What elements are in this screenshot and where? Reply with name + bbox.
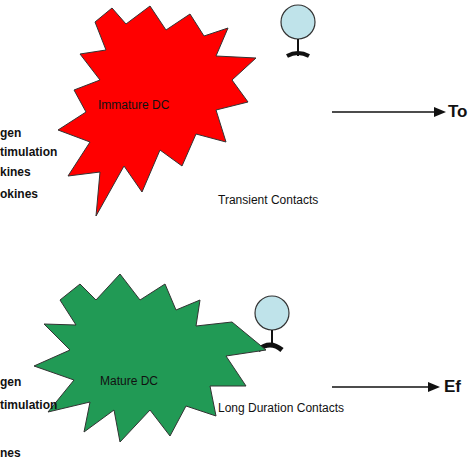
- outcome-arrow: [332, 382, 440, 392]
- outcome-arrow: [332, 107, 446, 117]
- annotation-text: gen: [0, 375, 21, 389]
- annotation-text: okines: [0, 187, 38, 201]
- cell-outline: [30, 262, 270, 448]
- cell-name: Mature DC: [100, 374, 158, 388]
- annotation-text: To: [448, 102, 468, 122]
- annotation-text: nes: [0, 446, 21, 460]
- dendritic-cell: Immature DC: [55, 0, 270, 222]
- annotation-text: gen: [0, 126, 21, 140]
- annotation-text: Long Duration Contacts: [218, 401, 344, 415]
- annotation-text: timulation: [0, 145, 57, 159]
- annotation-text: kines: [0, 165, 31, 179]
- cell-name: Immature DC: [98, 98, 169, 112]
- t-cell: [281, 5, 315, 56]
- t-cell: [255, 296, 289, 350]
- annotation-text: Ef: [444, 377, 461, 397]
- annotation-text: Transient Contacts: [218, 193, 318, 207]
- annotation-text: timulation: [0, 398, 57, 412]
- dendritic-cell: Mature DC: [30, 262, 270, 448]
